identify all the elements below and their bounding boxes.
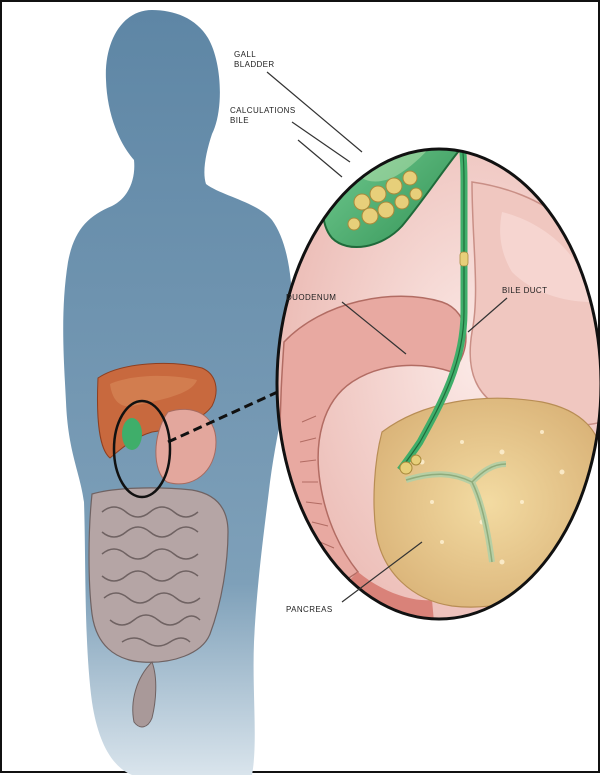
label-bile-duct: BILE DUCT (502, 286, 547, 296)
label-pancreas: PANCREAS (286, 605, 333, 615)
gallbladder-small (122, 418, 142, 450)
label-duodenum: DUODENUM (286, 293, 336, 303)
pancreas (374, 398, 600, 607)
label-gall-bladder: GALL BLADDER (234, 50, 275, 70)
label-calculations-bile: CALCULATIONS BILE (230, 106, 296, 126)
stomach (470, 182, 600, 426)
